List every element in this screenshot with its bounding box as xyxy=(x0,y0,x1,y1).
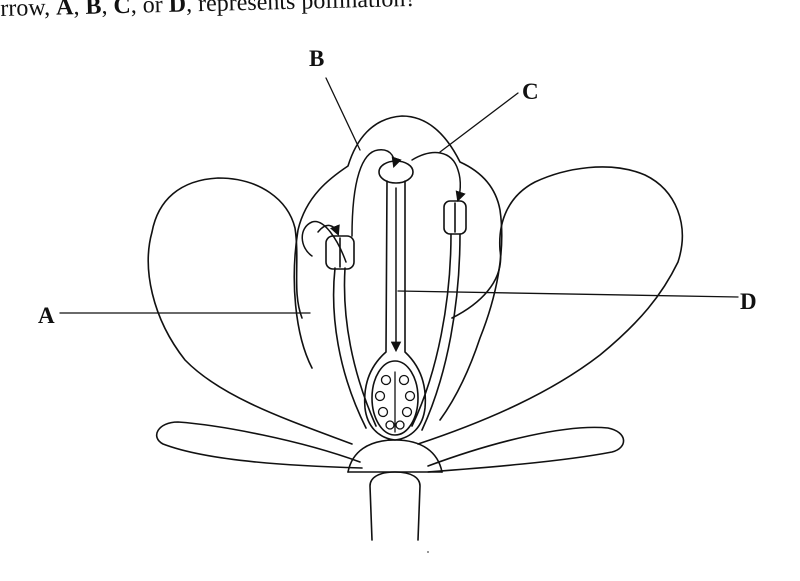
arrow-pollination-left xyxy=(301,220,347,263)
label-b: B xyxy=(309,46,324,71)
ovary xyxy=(371,360,419,436)
stem xyxy=(369,471,421,541)
receptacle xyxy=(347,439,443,473)
right-petal xyxy=(417,166,683,445)
right-anther xyxy=(443,200,467,235)
ovules xyxy=(374,371,416,433)
stigma xyxy=(378,160,414,184)
leader-line-d xyxy=(397,290,739,298)
arrow-to-stigma xyxy=(351,149,402,237)
label-a: A xyxy=(38,303,55,328)
right-sepal xyxy=(427,426,625,473)
leader-line-b xyxy=(325,77,361,151)
back-petal xyxy=(293,115,503,421)
left-anther xyxy=(325,235,355,270)
arrow-pollination-left-head xyxy=(317,224,340,236)
left-petal xyxy=(147,177,353,445)
label-c: C xyxy=(522,79,539,104)
arrow-to-right-anther xyxy=(411,151,466,202)
left-stamen-filament xyxy=(343,267,377,427)
right-stamen-filament xyxy=(421,233,461,431)
stray-dot xyxy=(427,551,429,553)
left-stamen-filament xyxy=(332,267,367,429)
leader-line-c xyxy=(439,92,519,153)
right-stamen-filament xyxy=(411,233,452,427)
left-sepal xyxy=(155,421,363,469)
label-d: D xyxy=(740,289,757,314)
